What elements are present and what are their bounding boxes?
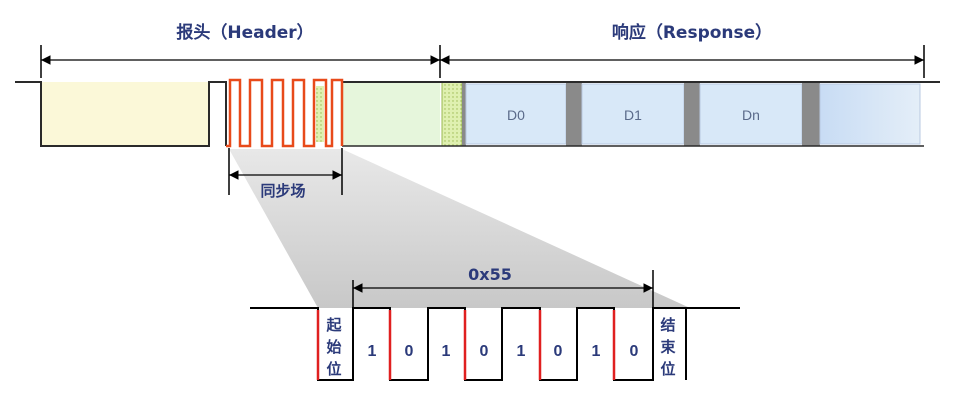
bit-value: 0	[554, 343, 563, 360]
segment-label-d1: D1	[624, 107, 642, 123]
bit-value: 1	[368, 343, 377, 360]
segment-label-d0: D0	[507, 107, 525, 123]
sync-field-pulses	[226, 78, 344, 148]
bit-value: 1	[517, 343, 526, 360]
response-segment-dn	[699, 83, 803, 145]
separator-bar	[566, 82, 582, 146]
bit-waveform	[250, 307, 740, 381]
hex-value-label: 0x55	[468, 265, 512, 284]
stop-bit-char: 位	[660, 360, 675, 378]
bit-value: 0	[630, 343, 639, 360]
start-bit-char: 始	[326, 338, 341, 356]
start-bit-char: 位	[326, 360, 341, 378]
hex-span: 0x55	[352, 265, 654, 308]
pid-field	[342, 82, 440, 146]
frame-band: D0 D1 Dn	[15, 78, 940, 148]
separator-bar	[462, 82, 466, 146]
stop-bit-label: 结 束 位	[660, 316, 676, 378]
bit-value: 0	[480, 343, 489, 360]
frame-waveform	[15, 81, 227, 147]
response-segment-d0	[465, 83, 567, 145]
bit-value: 0	[405, 343, 414, 360]
header-label: 报头（Header）	[176, 22, 313, 43]
bit-value: 1	[442, 343, 451, 360]
response-checksum	[819, 83, 921, 145]
stop-bit-char: 束	[660, 338, 676, 356]
start-bit-label: 起 始 位	[325, 316, 342, 378]
header-span: 报头（Header）	[40, 22, 441, 78]
response-label: 响应（Response）	[612, 22, 772, 43]
bit-value: 1	[592, 343, 601, 360]
zoom-projection	[229, 149, 690, 308]
separator-bar	[684, 82, 700, 146]
separator-bar	[802, 82, 820, 146]
response-span: 响应（Response）	[440, 22, 925, 78]
interframe-space	[441, 81, 463, 147]
sync-field-span: 同步场	[228, 148, 343, 200]
response-segment-d1	[581, 83, 685, 145]
start-bit-char: 起	[325, 316, 342, 334]
sync-field-label: 同步场	[260, 182, 305, 200]
stop-bit-char: 结	[660, 316, 675, 334]
bit-values: 1 0 1 0 1 0 1 0	[368, 343, 639, 360]
segment-label-dn: Dn	[742, 107, 760, 123]
break-field	[41, 82, 209, 146]
